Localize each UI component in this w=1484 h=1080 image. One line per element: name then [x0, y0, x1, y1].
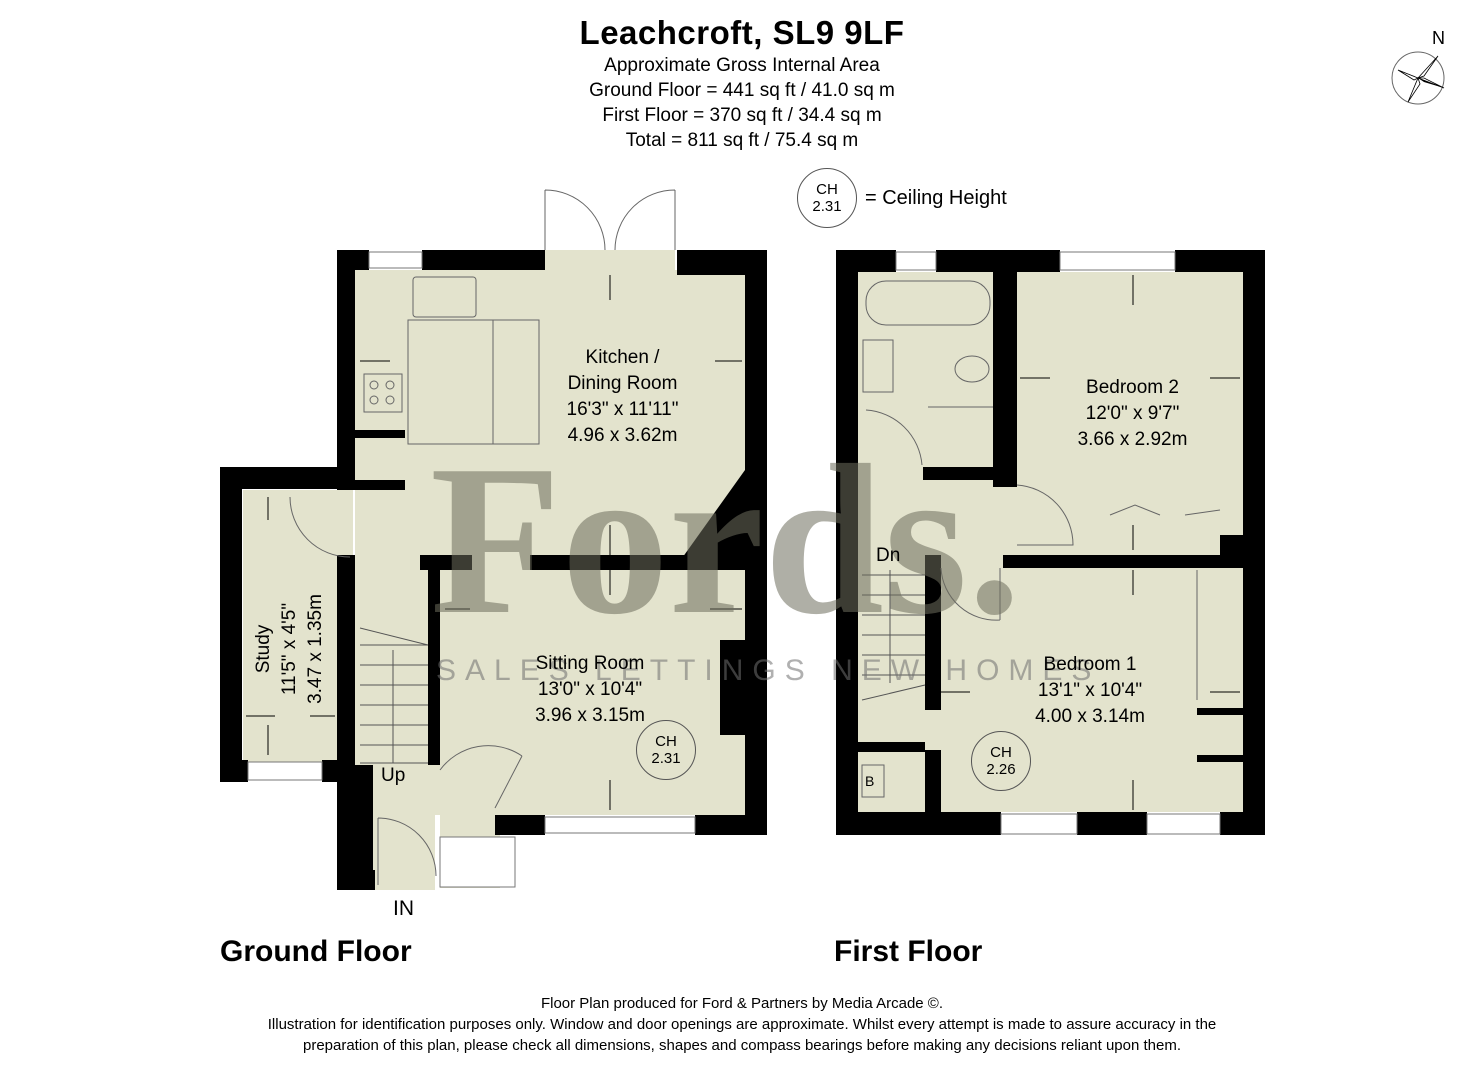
room-name-2: Dining Room [567, 373, 678, 394]
room-metric: 4.96 x 3.62m [567, 425, 678, 446]
room-name: Bedroom 2 [1086, 377, 1179, 398]
property-title: Leachcroft, SL9 9LF [579, 14, 905, 51]
room-metric: 3.66 x 2.92m [1077, 429, 1188, 450]
ch-value: 2.31 [812, 198, 842, 215]
room-bedroom-1: Bedroom 1 13'1" x 10'4" 4.00 x 3.14m [1015, 652, 1165, 730]
north-label: N [1432, 28, 1445, 48]
footer-line-1: Floor Plan produced for Ford & Partners … [540, 995, 944, 1012]
ch-label: CH [816, 181, 838, 198]
first-floor-walls [836, 250, 1265, 835]
ceiling-height-badge: CH 2.31 [797, 168, 857, 228]
room-name: Sitting Room [535, 653, 645, 674]
ceiling-height-bedroom-1: CH 2.26 [971, 731, 1031, 791]
watermark-tagline: SALES LETTINGS NEW HOMES [436, 654, 1100, 687]
room-name: Kitchen / [585, 347, 660, 368]
ceiling-height-sitting-room: CH 2.31 [636, 720, 696, 780]
total-area: Total = 811 sq ft / 75.4 sq m [625, 130, 859, 151]
ch-label: CH [990, 744, 1012, 761]
dimension-arrows [246, 275, 742, 810]
boiler-label: B [865, 773, 875, 789]
room-metric: 4.00 x 3.14m [1035, 706, 1145, 727]
room-imperial: 16'3" x 11'11" [566, 399, 679, 420]
room-kitchen-dining: Kitchen / Dining Room 16'3" x 11'11" 4.9… [555, 345, 690, 449]
room-imperial: 11'5" x 4'5" [279, 602, 300, 696]
first-floor-label: First Floor [834, 935, 983, 968]
stairs-down-label: Dn [876, 545, 901, 566]
ground-stairs [359, 627, 429, 764]
kitchen-fixtures [289, 189, 676, 885]
stairs-up-label: Up [381, 765, 406, 786]
room-imperial: 12'0" x 9'7" [1085, 403, 1180, 424]
room-name: Bedroom 1 [1043, 654, 1137, 675]
first-floor-fill [858, 272, 1243, 812]
bathroom-fixtures [861, 280, 1221, 798]
first-floor-windows [895, 251, 1221, 835]
first-stairs [861, 570, 926, 701]
ch-label: CH [655, 733, 677, 750]
watermark-brand: Fords. [430, 420, 1021, 659]
room-metric: 3.47 x 1.35m [305, 594, 326, 704]
compass-icon [1391, 51, 1445, 105]
ground-floor-label: Ground Floor [220, 935, 412, 968]
footer-line-3: preparation of this plan, please check a… [302, 1037, 1181, 1054]
room-sitting-room: Sitting Room 13'0" x 10'4" 3.96 x 3.15m [520, 651, 660, 729]
first-dimension-arrows [940, 275, 1240, 810]
ground-floor-area: Ground Floor = 441 sq ft / 41.0 sq m [589, 80, 895, 101]
first-floor-area: First Floor = 370 sq ft / 34.4 sq m [602, 105, 882, 126]
room-imperial: 13'0" x 10'4" [537, 679, 643, 700]
entrance-label: IN [393, 897, 414, 920]
ch-value: 2.31 [651, 750, 681, 767]
room-name: Study [253, 624, 274, 674]
ceiling-height-legend: CH 2.31 = Ceiling Height [797, 168, 1007, 228]
compass-rose: N [1390, 28, 1452, 115]
watermark: Fords. SALES LETTINGS NEW HOMES [430, 420, 1100, 687]
room-metric: 3.96 x 3.15m [535, 705, 645, 726]
area-subtitle: Approximate Gross Internal Area [604, 55, 880, 76]
ground-floor-windows [247, 251, 696, 888]
legend-text: = Ceiling Height [865, 186, 1007, 209]
ground-floor-walls [220, 250, 767, 890]
room-bedroom-2: Bedroom 2 12'0" x 9'7" 3.66 x 2.92m [1060, 375, 1205, 453]
ch-value: 2.26 [986, 761, 1016, 778]
room-imperial: 13'1" x 10'4" [1037, 680, 1143, 701]
room-study: Study 11'5" x 4'5" 3.47 x 1.35m [251, 564, 329, 734]
footer-disclaimer: Floor Plan produced for Ford & Partners … [0, 993, 1484, 1056]
footer-line-2: Illustration for identification purposes… [267, 1016, 1217, 1033]
